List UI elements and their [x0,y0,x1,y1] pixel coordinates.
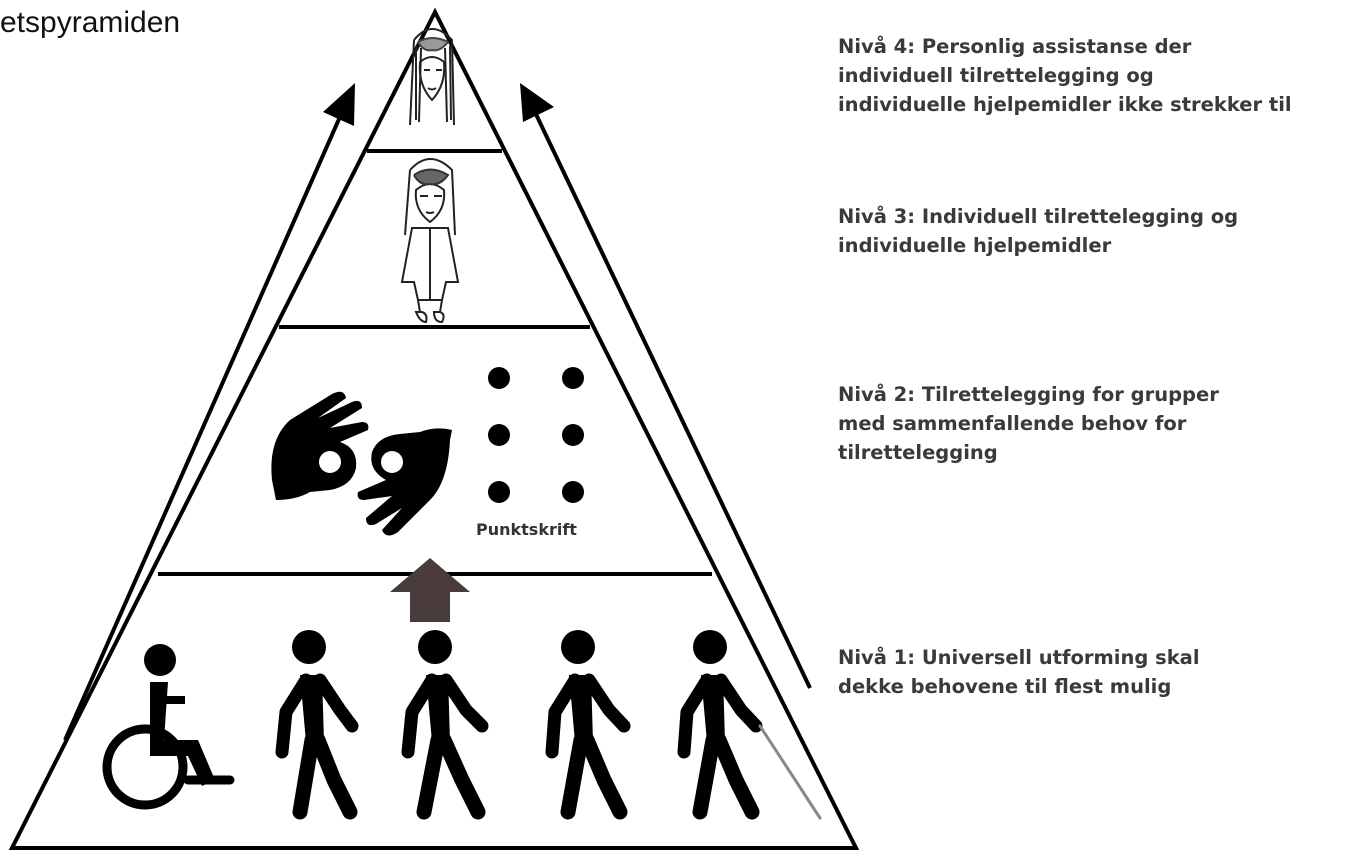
level-3-description: Nivå 3: Individuell tilrettelegging og i… [838,202,1238,260]
level-3-line: individuelle hjelpemidler [838,234,1112,257]
level-4-line: individuell tilrettelegging og [838,64,1154,87]
level-1-description: Nivå 1: Universell utforming skal dekke … [838,643,1200,701]
person-standing-icon [400,158,460,324]
braille-dots-icon [488,367,584,503]
level-4-line: Nivå 4: Personlig assistanse der [838,35,1192,58]
level-2-line: Nivå 2: Tilrettelegging for grupper [838,383,1219,406]
level-2-line: med sammenfallende behov for [838,412,1187,435]
walking-person-icon [275,630,359,820]
up-arrow-icon [390,558,470,622]
level-2-description: Nivå 2: Tilrettelegging for grupper med … [838,380,1219,467]
left-side-arrow-icon [63,83,355,741]
level-2-line: tilrettelegging [838,441,998,464]
walking-person-icon [545,630,631,820]
level-1-line: Nivå 1: Universell utforming skal [838,646,1200,669]
person-portrait-icon [409,28,455,126]
level-4-description: Nivå 4: Personlig assistanse der individ… [838,32,1292,119]
pyramid-triangle [8,7,860,850]
level-3-line: Nivå 3: Individuell tilrettelegging og [838,205,1239,228]
wheelchair-user-icon [102,644,235,810]
page-title: etspyramiden [0,6,181,39]
walking-person-icon [401,630,489,820]
right-side-arrow-icon [520,83,812,689]
sign-language-hands-icon [271,391,452,536]
level-1-line: dekke behovene til flest mulig [838,675,1172,698]
blind-person-with-cane-icon [677,630,822,820]
braille-label: Punktskrift [476,520,577,539]
level-4-line: individuelle hjelpemidler ikke strekker … [838,93,1292,116]
